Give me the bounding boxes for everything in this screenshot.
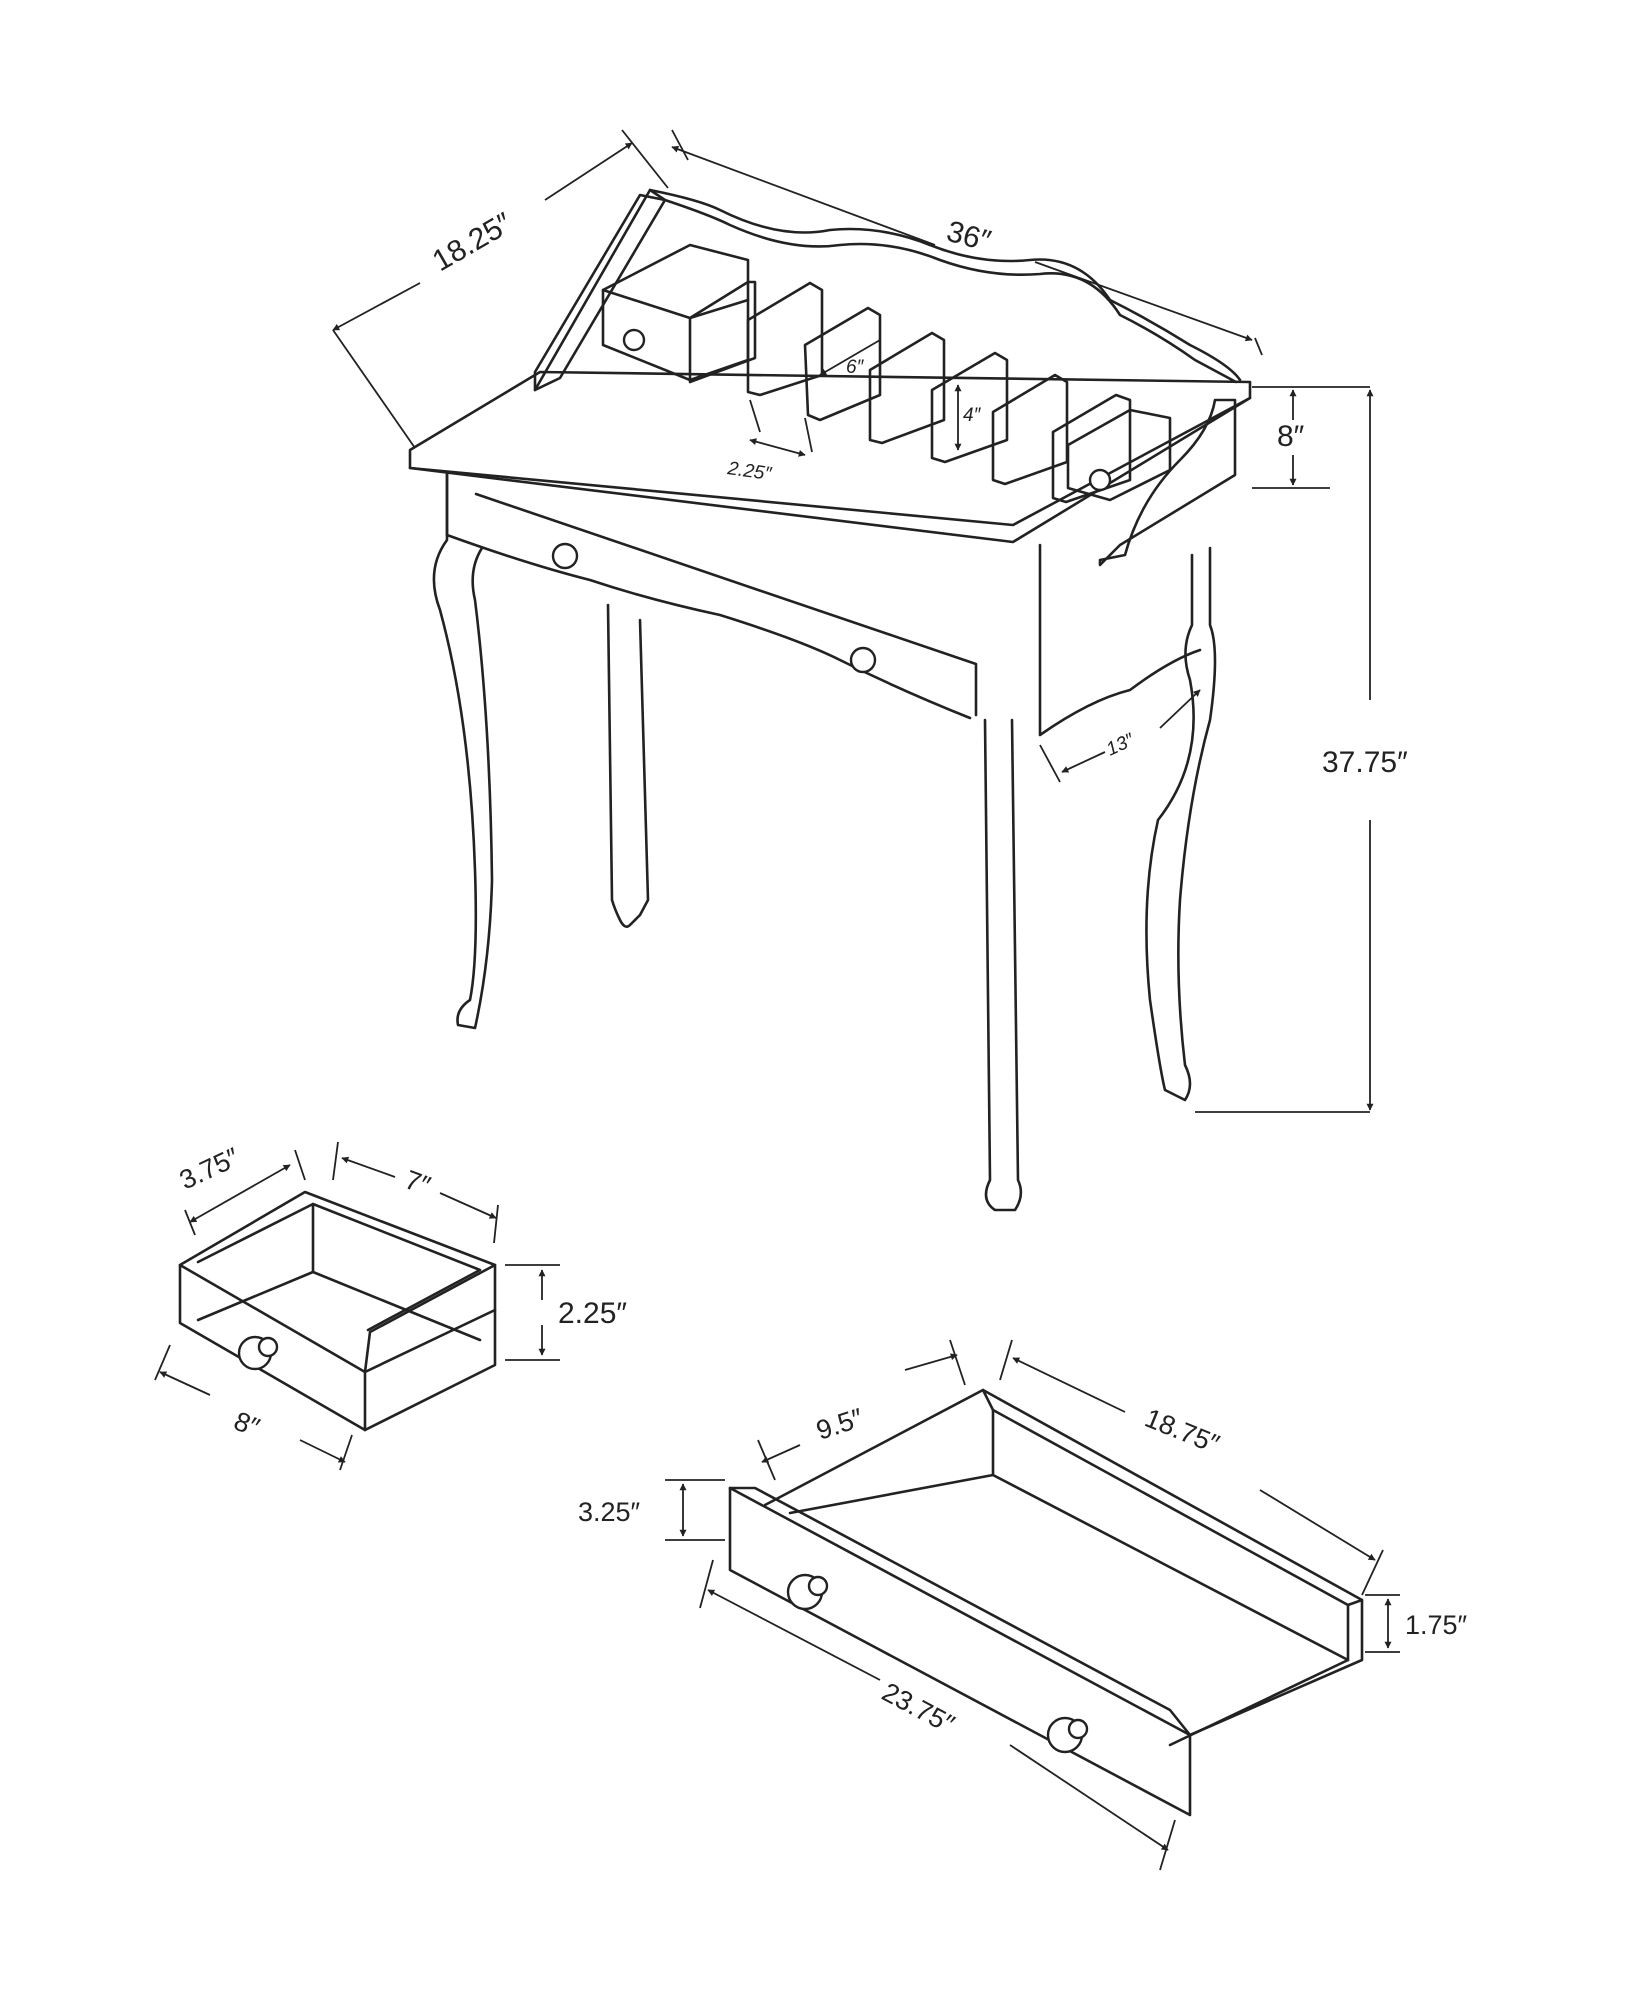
hutch-right-side <box>1098 398 1237 567</box>
large-drawer-front <box>728 1486 1192 1817</box>
large-drawer-depth-line <box>761 1444 801 1463</box>
large-drawer-dimensions <box>665 1339 1400 1871</box>
hutch-height-label: 8″ <box>1277 420 1305 453</box>
desk-depth-label: 18.25″ <box>427 206 518 278</box>
divider-height-label: 4″ <box>963 405 982 426</box>
desk-leg <box>432 470 494 1030</box>
small-drawer-drawing <box>178 1190 497 1432</box>
large-drawer-front-height-label: 3.25″ <box>578 1497 641 1527</box>
small-drawer-depth-label: 3.75″ <box>175 1142 244 1196</box>
hutch-back <box>533 188 1242 392</box>
desk-drawer-knob <box>849 646 877 674</box>
large-drawer-inner-width-line <box>1012 1357 1126 1413</box>
large-drawer-width-line <box>707 1589 881 1681</box>
small-drawer-inner-width-label: 7″ <box>401 1164 435 1201</box>
desk-drawer-knob <box>551 542 579 570</box>
desk-apron <box>445 470 972 720</box>
slot-width-dimension-line <box>749 438 806 457</box>
desk-top <box>408 370 1252 527</box>
desk-height-label: 37.75″ <box>1322 746 1408 779</box>
desk-leg <box>983 718 1023 1212</box>
hutch-drawer-knob <box>1088 468 1112 492</box>
hutch-divider <box>746 281 824 397</box>
slot-width-label: 2.25″ <box>725 458 773 485</box>
small-drawer-height-label: 2.25″ <box>558 1297 627 1330</box>
large-drawer-drawing <box>728 1388 1364 1817</box>
hutch-left-side <box>533 193 667 392</box>
desk-leg <box>606 603 650 928</box>
hutch-divider <box>1051 393 1132 504</box>
small-drawer-width-label: 8″ <box>230 1406 264 1443</box>
hutch-divider <box>688 280 757 384</box>
width-dimension-line <box>671 145 936 246</box>
small-drawer-inner-width-line <box>341 1156 396 1178</box>
desk-leg <box>1145 546 1217 1102</box>
hutch-divider <box>930 351 1009 464</box>
desk-drawing <box>408 188 1252 1212</box>
hutch-divider <box>868 331 946 445</box>
small-drawer-dimensions <box>154 1141 560 1471</box>
hutch-divider <box>803 306 882 422</box>
depth-dimension-line <box>332 282 421 331</box>
desk-dimensions <box>332 129 1374 1113</box>
small-drawer-depth-line <box>189 1164 291 1223</box>
hutch-drawer-knob <box>622 328 646 352</box>
knee-depth-dimension-line <box>1061 751 1106 773</box>
large-drawer-side-height-label: 1.75″ <box>1405 1610 1468 1640</box>
knee-depth-label: 13″ <box>1103 729 1138 760</box>
slot-height-label: 6″ <box>846 357 865 378</box>
large-drawer-inner-width-label: 18.75″ <box>1141 1403 1224 1460</box>
large-drawer-depth-label: 9.5″ <box>813 1402 867 1445</box>
small-drawer-width-line <box>159 1371 211 1396</box>
slot-height-dimension-line <box>819 339 881 376</box>
